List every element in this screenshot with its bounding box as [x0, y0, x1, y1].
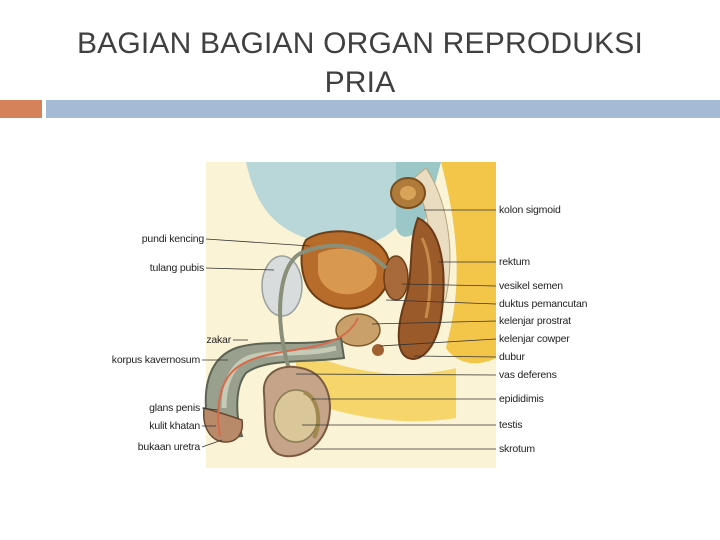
slide-title: BAGIAN BAGIAN ORGAN REPRODUKSI PRIA	[20, 24, 700, 102]
epididymis-shape	[302, 390, 321, 439]
label-korpus-kavernosum: korpus kavernosum	[111, 354, 200, 366]
label-pundi-kencing: pundi kencing	[141, 233, 204, 245]
anatomy-illustration	[201, 162, 497, 468]
title-divider-bar	[46, 100, 720, 118]
label-glans-penis: glans penis	[149, 402, 200, 414]
label-bukaan-uretra: bukaan uretra	[137, 441, 200, 453]
bladder-interior	[318, 248, 377, 295]
label-vas-deferens: vas deferens	[499, 369, 557, 381]
label-dubur: dubur	[499, 351, 525, 363]
leader-line-pundi-kencing	[205, 238, 311, 247]
back-tissue-shape	[441, 162, 496, 364]
anatomy-diagram: pundi kencing tulang pubis zakar korpus …	[96, 158, 608, 474]
prostate-shape	[335, 313, 381, 347]
label-vesikel-semen: vesikel semen	[499, 280, 563, 292]
leader-line-kelenjar-prostrat	[371, 320, 497, 325]
cowper-gland-shape	[372, 344, 384, 356]
seminal-vesicle-shape	[383, 255, 409, 301]
title-accent-bar	[0, 100, 42, 118]
label-kulit-khatan: kulit khatan	[149, 420, 200, 432]
corpus-cavernosum-shape	[221, 345, 337, 409]
label-kelenjar-cowper: kelenjar cowper	[499, 333, 570, 345]
label-kelenjar-prostrat: kelenjar prostrat	[499, 315, 571, 327]
label-kolon-sigmoid: kolon sigmoid	[499, 204, 561, 216]
rectum-folds	[420, 237, 432, 319]
label-zakar: zakar	[206, 334, 231, 346]
abdominal-cavity-shape	[246, 162, 396, 247]
label-rektum: rektum	[499, 256, 530, 268]
label-duktus-pemancutan: duktus pemancutan	[499, 298, 588, 310]
rectum-shape	[397, 216, 445, 360]
label-tulang-pubis: tulang pubis	[149, 262, 204, 274]
leader-line-kelenjar-cowper	[379, 338, 497, 347]
leader-line-vesikel-semen	[401, 283, 497, 287]
urethra-shape	[217, 317, 359, 437]
leader-line-bukaan-uretra	[201, 439, 223, 448]
leader-line-glans-penis	[201, 407, 219, 411]
label-testis: testis	[499, 419, 523, 431]
leader-line-vas-deferens	[295, 373, 497, 376]
leader-line-tulang-pubis	[205, 267, 275, 271]
leader-line-duktus-pemancutan	[385, 299, 497, 305]
slide-title-line-2: PRIA	[324, 66, 396, 99]
label-skrotum: skrotum	[499, 443, 535, 455]
perineum-tissue-shape	[296, 348, 456, 422]
sigmoid-colon-lumen	[400, 186, 416, 200]
label-epididimis: epididimis	[499, 393, 544, 405]
leader-line-dubur	[413, 355, 497, 358]
slide-title-line-1: BAGIAN BAGIAN ORGAN REPRODUKSI	[76, 27, 644, 60]
